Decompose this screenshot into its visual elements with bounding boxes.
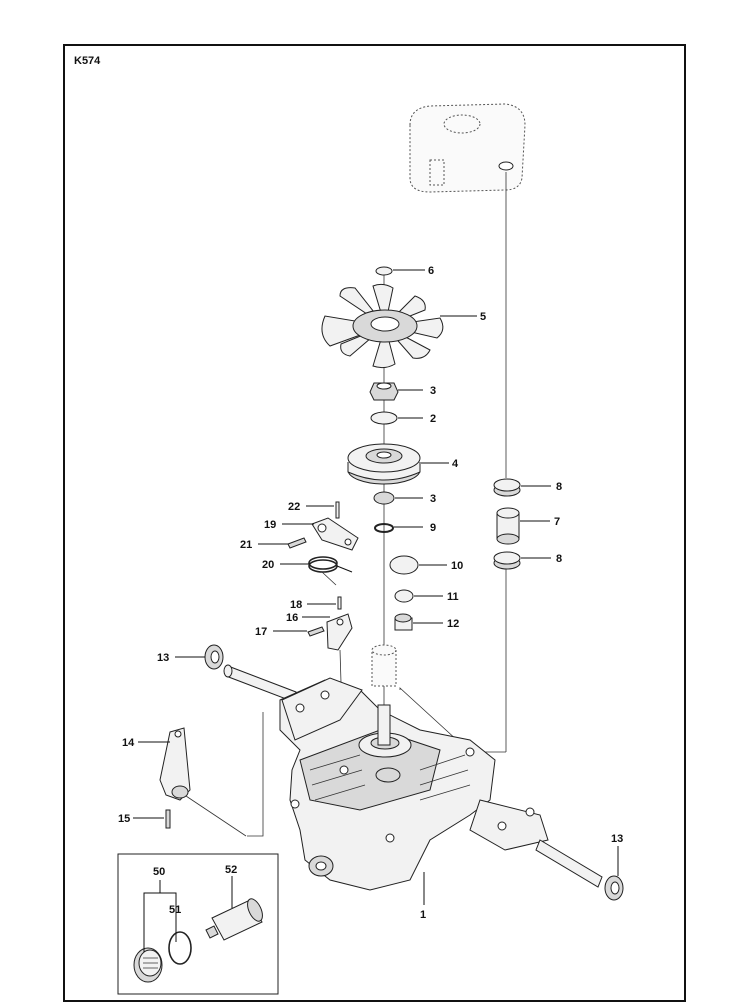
circlip: [374, 523, 394, 533]
filter-element: [205, 898, 263, 941]
pin: [337, 596, 342, 610]
washer: [375, 266, 393, 276]
sleeve: [496, 507, 520, 545]
callout-2: 2: [430, 413, 436, 425]
callout-3: 3: [430, 385, 436, 397]
axle-seal-right: [604, 875, 624, 901]
callout-14: 14: [122, 737, 135, 749]
callout-51: 51: [169, 904, 181, 916]
pin: [165, 809, 171, 829]
callout-11: 11: [447, 591, 459, 603]
pin: [307, 626, 325, 637]
inset-box: [117, 853, 279, 995]
callout-13: 13: [611, 833, 623, 845]
bypass-arm: [326, 613, 353, 651]
bushing: [394, 613, 413, 631]
axle-right: [469, 799, 603, 888]
callout-8: 8: [556, 481, 562, 493]
drive-lever-arm: [159, 727, 191, 801]
callout-22: 22: [288, 501, 300, 513]
filter-cap: [133, 947, 163, 983]
callout-50: 50: [153, 866, 165, 878]
callout-21: 21: [240, 539, 252, 551]
cooling-fan: [321, 283, 444, 369]
callout-13: 13: [157, 652, 169, 664]
callout-20: 20: [262, 559, 274, 571]
callout-16: 16: [286, 612, 298, 624]
callout-15: 15: [118, 813, 130, 825]
callout-7: 7: [554, 516, 560, 528]
callout-3: 3: [430, 493, 436, 505]
callout-4: 4: [452, 458, 459, 470]
seal: [394, 589, 414, 603]
o-ring: [168, 931, 192, 965]
callout-52: 52: [225, 864, 237, 876]
pulley: [347, 443, 421, 485]
pin: [287, 537, 307, 549]
pin: [335, 501, 340, 519]
axle-left: [223, 664, 297, 703]
callout-5: 5: [480, 311, 486, 323]
bushing-lower: [493, 551, 521, 570]
bushing-upper: [493, 478, 521, 497]
callout-10: 10: [451, 560, 463, 572]
torsion-spring: [308, 556, 353, 573]
callout-18: 18: [290, 599, 302, 611]
callout-19: 19: [264, 519, 276, 531]
transaxle-housing: [279, 677, 496, 891]
control-lever: [311, 517, 359, 551]
callout-12: 12: [447, 618, 459, 630]
axle-seal-left: [204, 644, 224, 670]
callout-6: 6: [428, 265, 434, 277]
callout-9: 9: [430, 522, 436, 534]
spacer: [373, 491, 395, 505]
callout-17: 17: [255, 626, 267, 638]
coupler: [371, 644, 397, 687]
fuel-tank-outline: [409, 103, 526, 193]
callout-1: 1: [420, 909, 426, 921]
callout-8: 8: [556, 553, 562, 565]
nut: [369, 382, 399, 401]
cap: [389, 555, 419, 575]
callout-labels: 6 5 3 2 4 3 9 8 7 8 22 19 21 20 10 11 12…: [118, 265, 623, 921]
leader-lines: [133, 269, 619, 952]
diagram-id: K574: [74, 55, 101, 67]
diagram-frame: [63, 44, 686, 1002]
washer: [370, 411, 398, 425]
